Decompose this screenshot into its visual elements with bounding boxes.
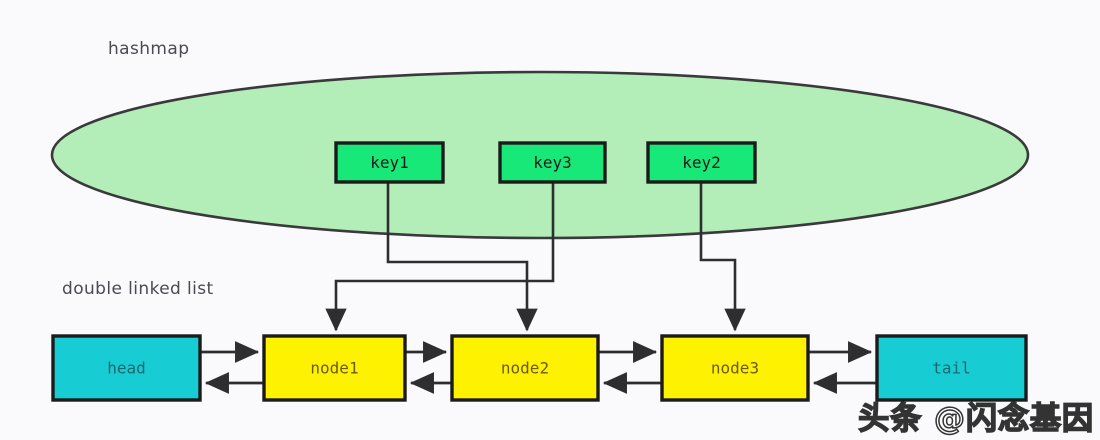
key-box-key3[interactable]: key3: [498, 141, 607, 184]
key-box-rect[interactable]: [498, 141, 607, 184]
list-node-rect[interactable]: [51, 334, 202, 402]
list-node-rect[interactable]: [450, 334, 600, 402]
list-node-label: node3: [711, 359, 759, 378]
list-node-rect[interactable]: [660, 334, 810, 402]
list-node-label: node1: [310, 359, 358, 378]
double-linked-list-label: double linked list: [62, 279, 214, 299]
key-box-rect[interactable]: [334, 141, 445, 184]
key-link-key1-to-node2: [386, 182, 538, 332]
list-node-label: tail: [932, 359, 971, 378]
key-link-key2-to-node3: [699, 182, 746, 332]
list-node-label: node2: [501, 359, 549, 378]
key-link-key3-to-node1: [325, 182, 555, 332]
list-node-tail[interactable]: tail: [875, 334, 1028, 402]
key-box-rect[interactable]: [646, 141, 757, 184]
key-box-key2[interactable]: key2: [646, 141, 757, 184]
watermark: 头条 @闪念基因: [857, 400, 1094, 438]
list-node-rect[interactable]: [262, 334, 407, 402]
hashmap-label: hashmap: [108, 39, 189, 59]
key-box-group: key1 key3 key2: [334, 141, 757, 184]
list-link-group: [200, 341, 877, 394]
key-box-label: key2: [682, 153, 721, 172]
list-node-node3[interactable]: node3: [660, 334, 810, 402]
list-node-node2[interactable]: node2: [450, 334, 600, 402]
key-box-label: key3: [533, 153, 572, 172]
list-node-group: head node1 node2 node3 tail: [51, 334, 1028, 402]
key-link-group: [325, 182, 746, 332]
list-node-rect[interactable]: [875, 334, 1028, 402]
list-node-node1[interactable]: node1: [262, 334, 407, 402]
list-node-label: head: [107, 359, 146, 378]
list-node-head[interactable]: head: [51, 334, 202, 402]
key-box-label: key1: [370, 153, 409, 172]
key-box-key1[interactable]: key1: [334, 141, 445, 184]
